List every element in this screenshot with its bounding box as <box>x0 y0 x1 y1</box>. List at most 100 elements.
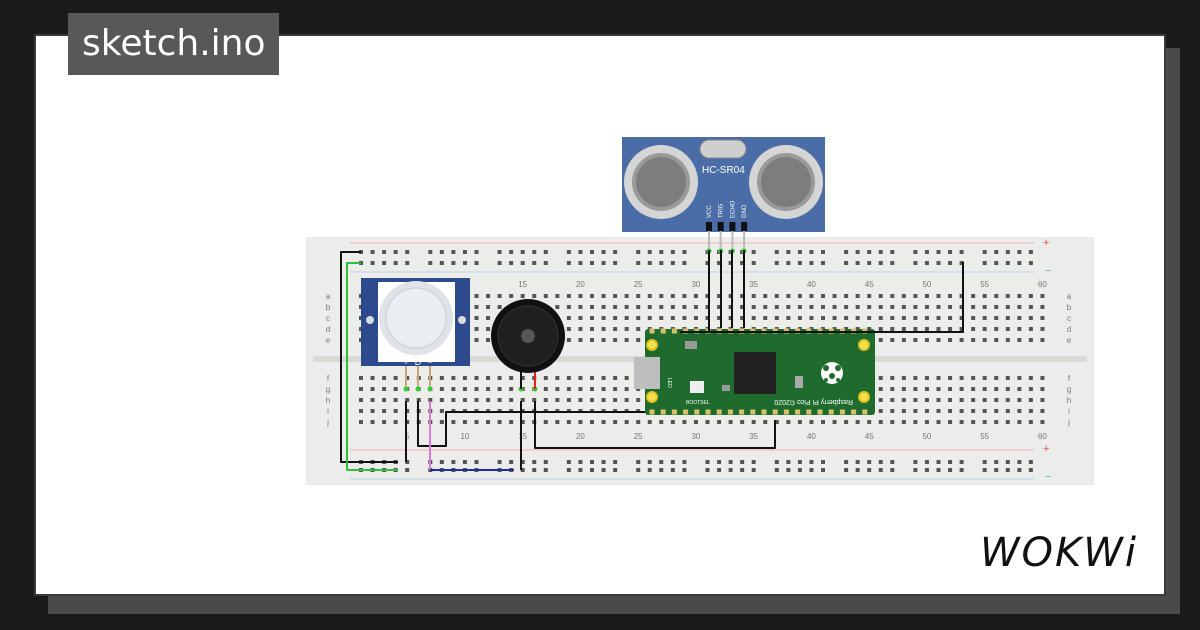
pico-pin[interactable] <box>660 328 666 334</box>
breadboard-hole <box>474 261 479 265</box>
pico-pin[interactable] <box>694 409 700 415</box>
pico-pin[interactable] <box>817 409 823 415</box>
wire-green-rail-left <box>346 262 398 471</box>
ultrasonic-pin[interactable] <box>717 222 724 231</box>
breadboard-hole <box>474 460 479 464</box>
breadboard-hole <box>393 376 398 380</box>
breadboard-hole <box>717 305 722 309</box>
breadboard-hole <box>566 468 571 472</box>
breadboard-hole <box>728 261 733 265</box>
pico-pin[interactable] <box>671 409 677 415</box>
breadboard-hole <box>462 387 467 391</box>
breadboard-hole <box>797 460 802 464</box>
pico-pin[interactable] <box>716 409 722 415</box>
breadboard-hole <box>543 468 548 472</box>
pico-pin[interactable] <box>772 409 778 415</box>
pico-pin[interactable] <box>806 409 812 415</box>
breadboard-hole <box>682 468 687 472</box>
pico-pin[interactable] <box>683 409 689 415</box>
breadboard-hole <box>566 294 571 298</box>
ultrasonic-model-label: HC-SR04 <box>702 165 745 176</box>
breadboard-hole <box>520 261 525 265</box>
breadboard-hole <box>797 420 802 424</box>
breadboard-hole <box>936 409 941 413</box>
breadboard-hole <box>948 294 953 298</box>
ultrasonic-pin-label: TRIG <box>719 203 725 218</box>
pico-pin[interactable] <box>761 409 767 415</box>
pico-pin[interactable] <box>839 409 845 415</box>
breadboard-hole <box>959 261 964 265</box>
buzzer[interactable] <box>491 299 565 389</box>
breadboard-hole <box>1028 468 1033 472</box>
sketch-title-badge[interactable]: sketch.ino <box>68 13 280 75</box>
breadboard-hole <box>543 261 548 265</box>
ultrasonic-pin[interactable] <box>741 222 748 231</box>
breadboard-hole <box>901 338 906 342</box>
breadboard-hole <box>890 327 895 331</box>
breadboard-hole <box>693 305 698 309</box>
breadboard-hole <box>855 316 860 320</box>
breadboard-hole <box>982 460 987 464</box>
breadboard-hole <box>844 294 849 298</box>
breadboard-hole <box>878 398 883 402</box>
raspberry-pi-pico[interactable]: Raspberry Pi Pico ©2020 BOOTSEL LED <box>634 328 875 416</box>
pir-pin-dot[interactable] <box>415 386 421 392</box>
breadboard-hole <box>924 387 929 391</box>
ultrasonic-pin[interactable] <box>729 222 736 231</box>
breadboard-hole <box>774 294 779 298</box>
pico-pin[interactable] <box>727 409 733 415</box>
pico-pin[interactable] <box>739 409 745 415</box>
breadboard-hole <box>566 420 571 424</box>
breadboard-hole <box>428 261 433 265</box>
breadboard-hole <box>428 398 433 402</box>
breadboard-hole <box>647 250 652 254</box>
breadboard-hole <box>751 468 756 472</box>
ultrasonic-pin[interactable] <box>706 222 712 231</box>
breadboard-hole <box>867 305 872 309</box>
breadboard-hole <box>590 327 594 331</box>
breadboard-hole <box>1028 376 1033 380</box>
breadboard-hole <box>670 468 675 472</box>
pir-motion-sensor[interactable]: +D− <box>361 278 470 392</box>
breadboard-hole <box>636 316 641 320</box>
breadboard-hole <box>717 294 722 298</box>
breadboard-hole <box>959 387 964 391</box>
pico-pin[interactable] <box>862 409 868 415</box>
column-number: 55 <box>980 432 989 441</box>
breadboard-hole <box>578 398 583 402</box>
breadboard-hole <box>1040 398 1045 402</box>
pico-pin[interactable] <box>795 409 801 415</box>
breadboard-hole <box>682 250 687 254</box>
wokwi-logo: WOKWi <box>980 530 1136 576</box>
breadboard-hole <box>636 305 641 309</box>
pico-board-label: Raspberry Pi Pico ©2020 <box>774 398 853 406</box>
breadboard-hole <box>1005 376 1010 380</box>
row-label: a <box>1067 292 1072 301</box>
pico-pin[interactable] <box>649 409 655 415</box>
breadboard-hole <box>566 387 571 391</box>
column-number: 55 <box>980 280 989 289</box>
pir-pin-dot[interactable] <box>403 386 409 392</box>
pico-pin[interactable] <box>649 328 655 334</box>
breadboard-hole <box>1028 409 1033 413</box>
pico-pin[interactable] <box>705 409 711 415</box>
column-number: 40 <box>807 432 816 441</box>
breadboard-hole <box>451 398 456 402</box>
pico-pin[interactable] <box>828 409 834 415</box>
pico-pin[interactable] <box>660 409 666 415</box>
pico-pin[interactable] <box>671 328 677 334</box>
breadboard-hole <box>1017 420 1022 424</box>
breadboard-hole <box>636 250 641 254</box>
pico-pin[interactable] <box>750 409 756 415</box>
breadboard-hole <box>948 387 953 391</box>
pir-pin-dot[interactable] <box>427 386 433 392</box>
pico-pin[interactable] <box>783 409 789 415</box>
pico-pin[interactable] <box>851 409 857 415</box>
breadboard-hole <box>601 261 606 265</box>
breadboard-hole <box>670 305 675 309</box>
breadboard-hole <box>809 294 814 298</box>
breadboard-hole <box>1005 316 1010 320</box>
breadboard-hole <box>786 294 791 298</box>
breadboard-hole <box>451 250 456 254</box>
